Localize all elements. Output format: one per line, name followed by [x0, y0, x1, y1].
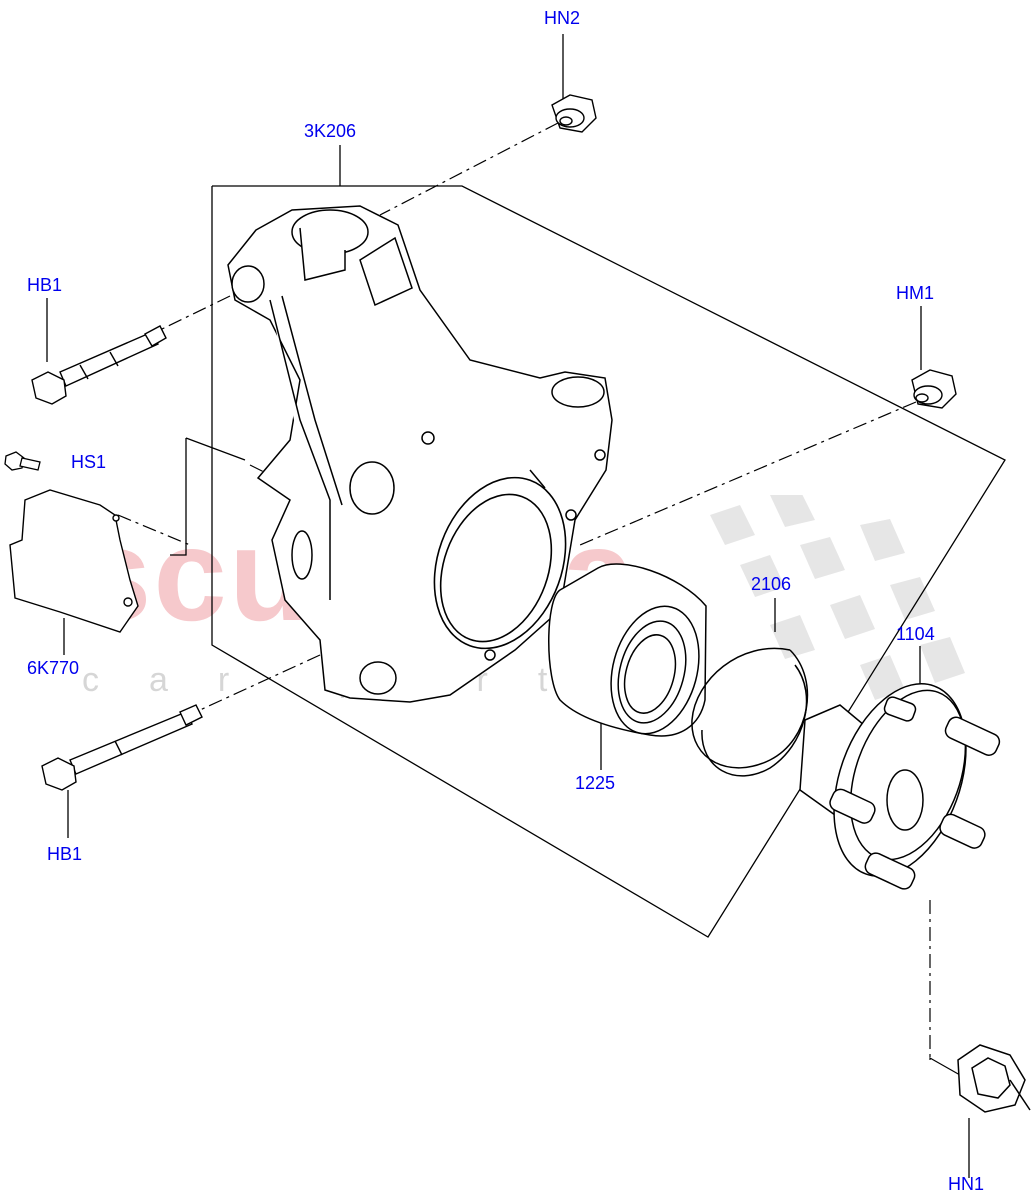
hb1-bolt-top [31, 325, 167, 405]
label-2106[interactable]: 2106 [751, 574, 792, 594]
label-1104[interactable]: 1104 [896, 624, 935, 644]
hs1-screw [4, 451, 41, 471]
wheel-hub-1104 [799, 683, 1001, 890]
shield-bracket [170, 438, 187, 556]
steering-knuckle-3k206 [227, 205, 613, 703]
label-3k206[interactable]: 3K206 [304, 121, 357, 141]
hn1-nut [957, 1044, 1031, 1113]
label-hs1[interactable]: HS1 [71, 452, 107, 472]
axis-hn2 [379, 122, 559, 216]
label-hm1[interactable]: HM1 [896, 283, 935, 303]
label-hn1[interactable]: HN1 [948, 1174, 985, 1194]
heat-shield-6k770 [9, 489, 139, 633]
hn2-nut [551, 94, 597, 133]
label-hb1-top[interactable]: HB1 [27, 275, 63, 295]
label-6k770[interactable]: 6K770 [27, 658, 80, 678]
hb1-bolt-bottom [41, 704, 203, 791]
wheel-bearing-1225 [548, 563, 707, 737]
axis-hb1-bottom [199, 654, 321, 711]
label-hn2[interactable]: HN2 [544, 8, 581, 28]
axis-hb1-top [159, 295, 231, 331]
assembly-frame [211, 185, 1006, 938]
axis-hm1 [579, 401, 917, 546]
label-hb1-bottom[interactable]: HB1 [47, 844, 83, 864]
hm1-nut [911, 369, 957, 409]
knuckle-bore [433, 476, 567, 650]
label-1225[interactable]: 1225 [575, 773, 616, 793]
checkered-flag-watermark [710, 495, 965, 700]
snap-ring-2106 [691, 647, 809, 777]
axis-shield [117, 514, 191, 546]
